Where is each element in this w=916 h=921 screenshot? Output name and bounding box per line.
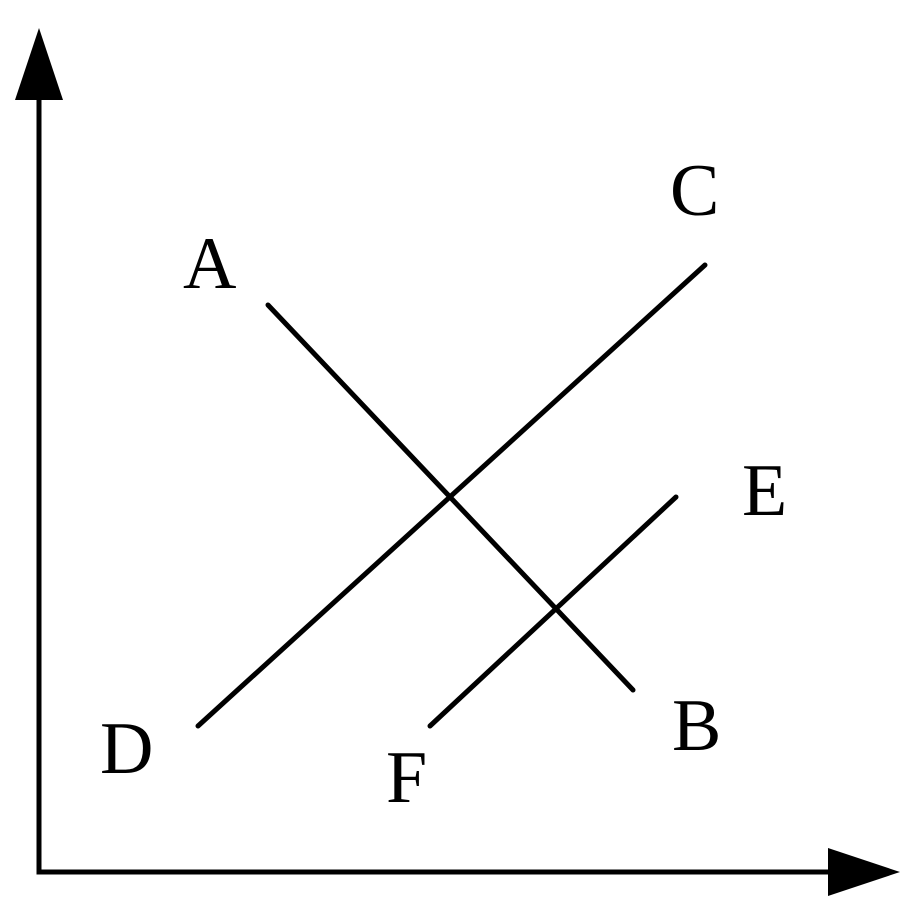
label-f: F xyxy=(386,737,427,819)
label-c: C xyxy=(670,150,719,232)
label-e: E xyxy=(742,450,787,532)
y-axis-arrowhead xyxy=(15,28,63,100)
label-b: B xyxy=(672,685,721,767)
line-dc xyxy=(195,262,708,729)
label-a: A xyxy=(183,223,236,305)
x-axis-arrowhead xyxy=(828,848,900,896)
label-d: D xyxy=(100,708,153,790)
line-fe xyxy=(427,494,679,729)
